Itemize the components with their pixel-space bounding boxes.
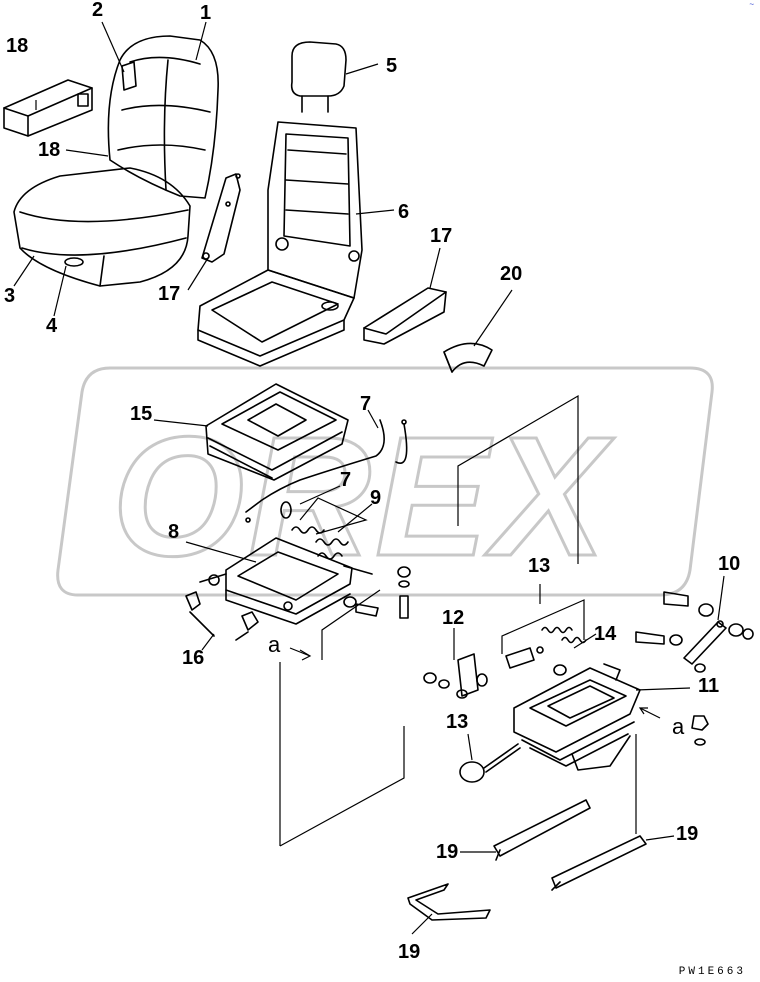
rail-19-b (551, 835, 647, 891)
callout-1: 1 (200, 2, 212, 24)
cable-7 (245, 419, 408, 523)
lever-4 (64, 257, 84, 267)
callout-12: 12 (442, 607, 465, 629)
callout-18a: 18 (6, 35, 29, 57)
cover-20 (443, 342, 493, 373)
link-10 (635, 591, 754, 673)
bracket-17-left (201, 173, 241, 263)
callout-13b: 13 (446, 711, 469, 733)
clips-16 (185, 591, 259, 641)
callout-7b: 7 (340, 469, 352, 491)
armrest-17 (363, 287, 447, 345)
springs-13 (505, 626, 587, 669)
watermark-logo: OREX (56, 366, 714, 597)
callout-15: 15 (130, 403, 153, 425)
bolts-center (343, 566, 411, 619)
callout-2: 2 (92, 0, 104, 21)
view-marker-right: a (672, 714, 685, 739)
rail-19-c (407, 883, 491, 921)
view-marker-left: a (268, 632, 281, 657)
callout-13a: 13 (528, 555, 551, 577)
callout-7a: 7 (360, 393, 372, 415)
callout-10: 10 (718, 553, 741, 575)
knob-13 (459, 743, 521, 783)
callout-9: 9 (370, 487, 382, 509)
callout-4: 4 (46, 315, 58, 337)
callout-19c: 19 (398, 941, 421, 963)
callout-20: 20 (500, 263, 523, 285)
callout-16: 16 (182, 647, 205, 669)
callout-14: 14 (594, 623, 617, 645)
suspension-11 (513, 663, 641, 771)
callout-18b: 18 (38, 139, 61, 161)
callout-19a: 19 (436, 841, 459, 863)
nut-a (691, 715, 709, 746)
rail-19-a (493, 799, 591, 861)
seat-cushion-3 (13, 167, 191, 287)
callout-11: 11 (698, 675, 720, 697)
corner-mark: ~ (749, 0, 754, 9)
watermark-text: OREX (112, 402, 614, 592)
callout-6: 6 (398, 201, 410, 223)
leader-lines (13, 21, 725, 935)
armrest-18 (3, 79, 93, 137)
callout-19b: 19 (676, 823, 699, 845)
callout-8: 8 (168, 521, 180, 543)
boot-15 (205, 383, 349, 481)
parts-12 (423, 653, 488, 699)
drawing-code: PW1E663 (678, 966, 746, 978)
headrest-5 (290, 41, 347, 113)
callout-5: 5 (386, 55, 398, 77)
seat-frame-6 (197, 121, 363, 367)
callout-3: 3 (4, 285, 16, 307)
callout-17b: 17 (430, 225, 453, 247)
backrest-cushion-1 (107, 35, 219, 199)
callout-17a: 17 (158, 283, 181, 305)
lower-frame-8 (199, 537, 373, 625)
